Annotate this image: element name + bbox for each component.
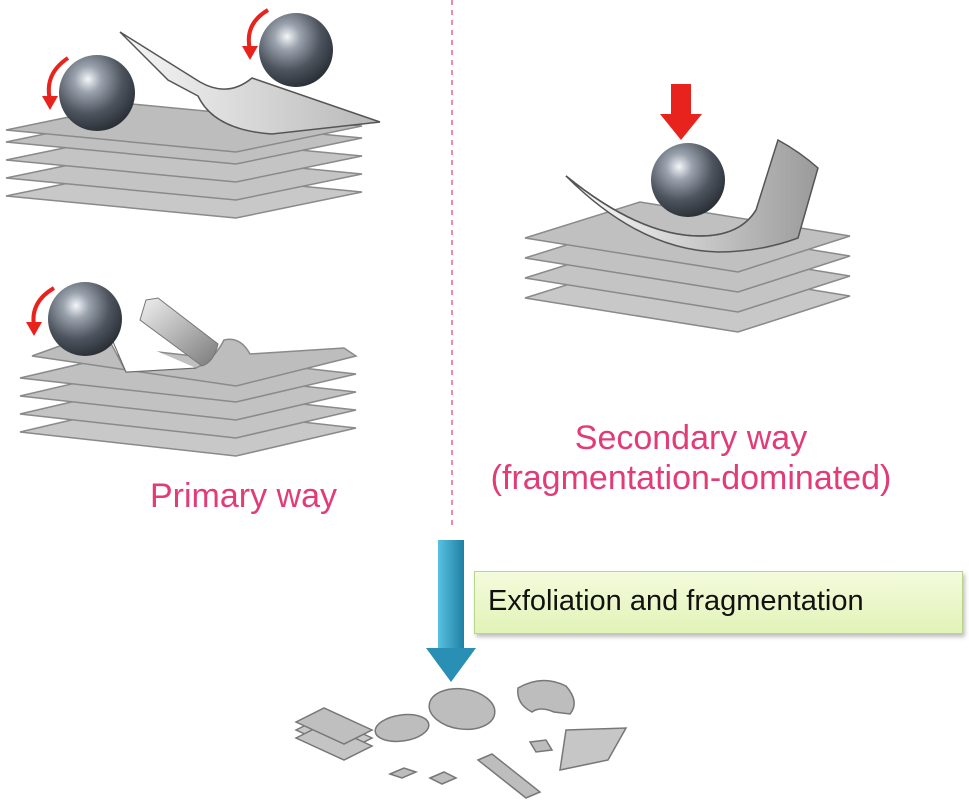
rolled-sheet — [31, 329, 358, 387]
process-label: Exfoliation and fragmentation — [488, 585, 864, 617]
primary-way-label: Primary way — [150, 477, 338, 515]
process-box: Exfoliation and fragmentation — [474, 571, 963, 634]
rotation-arrow-head — [42, 96, 58, 110]
fragment — [387, 767, 419, 779]
flow-arrow-icon — [426, 540, 476, 682]
steel-ball — [259, 13, 333, 87]
steel-ball — [651, 143, 725, 217]
rotation-arrow-head — [26, 322, 42, 336]
secondary-way-subtitle: (fragmentation-dominated) — [490, 459, 892, 497]
fragment — [476, 753, 542, 799]
fragment — [559, 727, 628, 771]
steel-ball — [59, 55, 135, 131]
fragment — [428, 687, 496, 731]
secondary-stack — [524, 138, 851, 333]
secondary-way-label: Secondary way (fragmentation-dominated) — [446, 418, 936, 498]
steel-ball — [48, 282, 122, 356]
rotation-arrow-icon — [46, 56, 70, 101]
press-arrow-icon — [660, 84, 702, 140]
fragment — [428, 771, 458, 785]
fragments — [294, 679, 628, 799]
peeling-sheet — [119, 31, 381, 135]
fragment — [294, 707, 374, 745]
fragment — [517, 679, 575, 715]
sheet-roll — [139, 297, 219, 367]
secondary-way-title: Secondary way — [574, 419, 808, 457]
fragment — [374, 713, 430, 743]
rotation-arrow-head — [242, 46, 258, 60]
primary-stack-bottom — [19, 297, 358, 457]
fragment — [528, 739, 554, 753]
rotation-arrow-icon — [246, 8, 270, 51]
